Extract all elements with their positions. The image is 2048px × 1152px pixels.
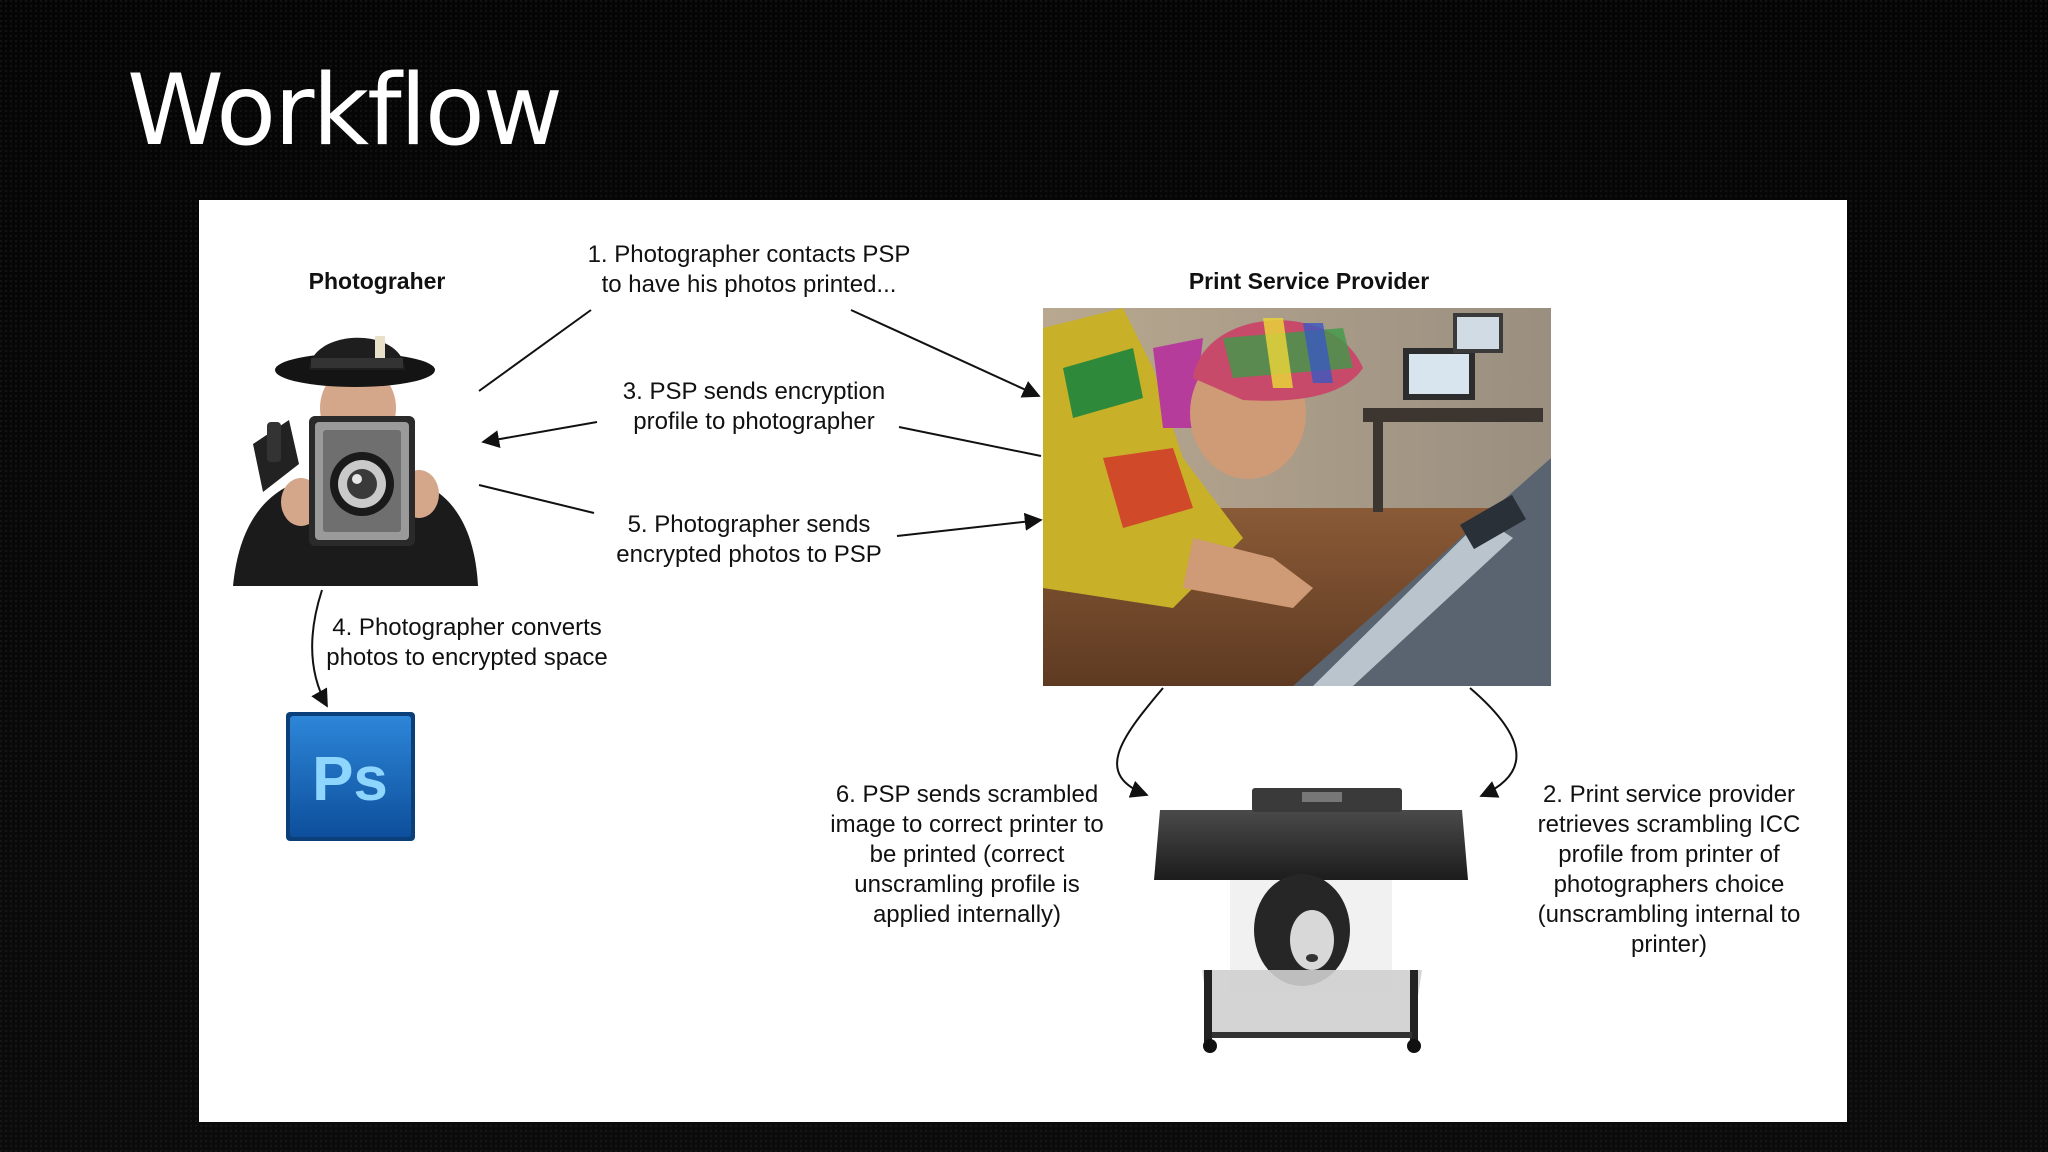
step3-label: 3. PSP sends encryption profile to photo… — [622, 378, 886, 435]
photoshop-logo-text: Ps — [312, 745, 388, 814]
arrow-step5-left — [478, 484, 595, 514]
step6-label: 6. PSP sends scrambled image to correct … — [830, 781, 1104, 928]
step2-label: 2. Print service provider retrieves scra… — [1537, 781, 1801, 958]
psp-label: Print Service Provider — [1188, 268, 1430, 294]
arrow-step2 — [1469, 687, 1518, 798]
photographer-label: Photograher — [308, 268, 446, 294]
arrow-step5-right — [896, 512, 1043, 537]
photoshop-icon: Ps — [284, 710, 417, 843]
photographer-image — [223, 324, 491, 589]
arrow-step4 — [311, 589, 328, 708]
workflow-diagram: Photograher Print Service Provider 1. Ph… — [199, 200, 1847, 1122]
arrow-step3-right — [898, 426, 1042, 457]
step1-label: 1. Photographer contacts PSP to have his… — [587, 241, 911, 298]
slide-title: Workflow — [127, 54, 563, 168]
step4-label: 4. Photographer converts photos to encry… — [326, 614, 608, 671]
arrow-step1-right — [850, 309, 1041, 398]
arrows-layer — [311, 309, 1518, 798]
arrow-step3-left — [481, 421, 598, 449]
printer-image — [1152, 780, 1470, 1058]
arrow-step6 — [1116, 687, 1164, 798]
step5-label: 5. Photographer sends encrypted photos t… — [616, 511, 882, 568]
psp-operator-photo — [1043, 308, 1551, 686]
arrow-step1-left — [478, 309, 592, 392]
